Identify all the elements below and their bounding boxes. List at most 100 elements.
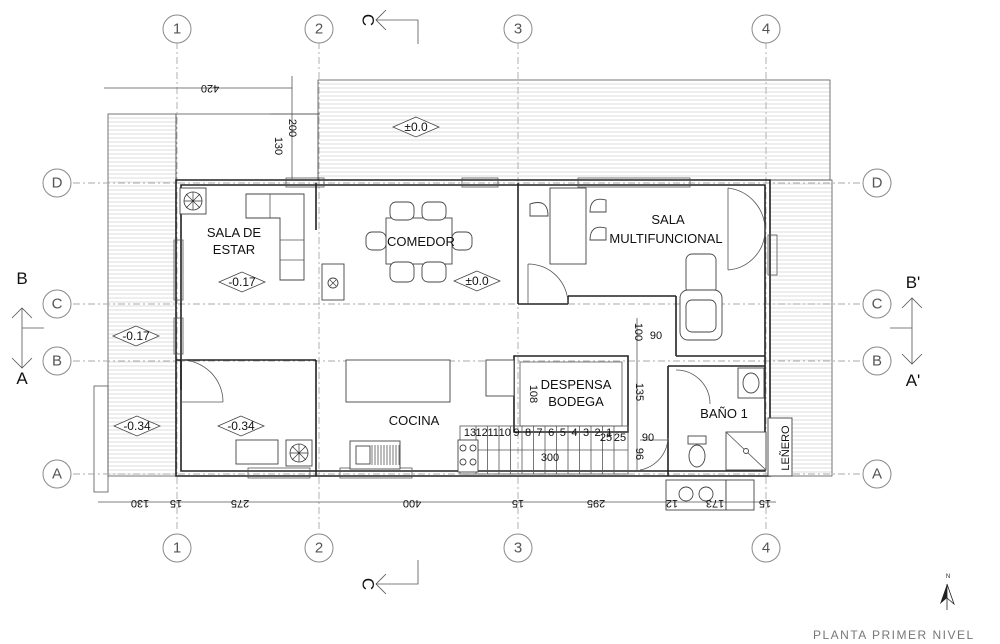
dim-bottom-chain: 15	[512, 497, 524, 509]
level-sala-estar: -0.17	[217, 271, 267, 293]
svg-text:4: 4	[762, 21, 770, 38]
dining-table	[365, 201, 473, 283]
stair-step-number: 1	[606, 427, 612, 439]
plant-cocina	[285, 439, 313, 467]
stair-step-number: 7	[537, 427, 543, 439]
stair-step-number: 11	[487, 427, 498, 439]
svg-text:-0.17: -0.17	[228, 275, 256, 289]
svg-text:±0.0: ±0.0	[404, 120, 428, 134]
stair-step-number: 2	[595, 427, 601, 439]
axis-bubble-3-bottom: 3	[503, 533, 533, 563]
svg-text:B': B'	[906, 273, 921, 292]
svg-text:D: D	[872, 175, 883, 192]
dimension-lines	[98, 76, 776, 503]
sofa	[245, 193, 305, 281]
svg-text:C: C	[359, 14, 378, 26]
axis-bubble-1-top: 1	[162, 14, 192, 44]
room-despensa-line1: DESPENSA	[541, 377, 612, 392]
dim-v-130: 130	[272, 137, 284, 155]
stair-step-number: 9	[513, 427, 519, 439]
stair-step-number: 3	[583, 427, 589, 439]
svg-text:N: N	[946, 574, 950, 580]
svg-text:±0.0: ±0.0	[465, 274, 489, 288]
windows	[173, 177, 778, 479]
stair-step-number: 6	[548, 427, 554, 439]
dim-bottom-chain: 400	[403, 497, 421, 509]
dim-stair-300: 300	[541, 452, 559, 464]
level-cocina: -0.34	[216, 415, 266, 437]
dim-stair-96: 96	[633, 448, 645, 460]
svg-text:4: 4	[762, 540, 770, 557]
lenero-box	[767, 417, 793, 477]
section-marker-c-bottom: C	[359, 560, 419, 595]
svg-text:C: C	[359, 578, 378, 590]
svg-text:3: 3	[514, 21, 522, 38]
level-terrace-a: -0.34	[112, 415, 162, 437]
axis-bubble-B-right: B	[862, 346, 892, 376]
laundry	[665, 479, 755, 511]
level-deck-top: ±0.0	[391, 116, 441, 138]
axis-bubble-C-right: C	[862, 289, 892, 319]
north-arrow-icon: N	[940, 574, 955, 610]
dim-despensa-135: 135	[633, 383, 645, 401]
section-marker-ab-right: B' A'	[890, 273, 923, 390]
level-terrace-c: -0.17	[111, 325, 161, 347]
svg-text:C: C	[872, 296, 883, 313]
deck-right	[770, 183, 832, 473]
deck-left	[108, 117, 176, 475]
svg-text:C: C	[52, 296, 63, 313]
axis-bubble-1-bottom: 1	[162, 533, 192, 563]
room-multifuncional-line2: MULTIFUNCIONAL	[609, 231, 722, 246]
room-comedor: COMEDOR	[387, 234, 455, 249]
svg-text:B: B	[872, 353, 882, 370]
stair-step-number: 12	[475, 427, 487, 439]
level-comedor: ±0.0	[452, 270, 502, 292]
stair-step-number: 5	[560, 427, 566, 439]
room-sala-estar-line2: ESTAR	[213, 242, 255, 257]
svg-text:A: A	[16, 369, 28, 388]
room-sala-estar-line1: SALA DE	[207, 225, 262, 240]
drawing-title: PLANTA PRIMER NIVEL	[813, 628, 975, 642]
dim-bottom-chain: 15	[170, 497, 182, 509]
axis-bubble-D-left: D	[42, 168, 72, 198]
axis-bubble-2-bottom: 2	[304, 533, 334, 563]
axis-bubble-A-right: A	[862, 459, 892, 489]
dim-top-420: 420	[201, 82, 219, 94]
dim-bottom-chain: 173	[706, 497, 724, 509]
axis-bubble-C-left: C	[42, 289, 72, 319]
svg-text:A: A	[872, 466, 882, 483]
svg-text:-0.34: -0.34	[227, 419, 255, 433]
dim-hall-100: 100	[632, 323, 644, 341]
dim-stair-25b: 25	[614, 432, 626, 444]
axis-bubble-3-top: 3	[503, 14, 533, 44]
axis-bubble-A-left: A	[42, 459, 72, 489]
svg-text:-0.17: -0.17	[122, 329, 150, 343]
room-cocina: COCINA	[389, 413, 440, 428]
bath-fixtures	[687, 367, 767, 471]
dim-bottom-chain: 295	[587, 497, 605, 509]
dim-bottom-chain: 130	[131, 497, 149, 509]
dim-stair-25a: 25	[600, 432, 612, 444]
svg-text:1: 1	[173, 21, 181, 38]
desk-multifuncional	[529, 187, 607, 265]
svg-text:B: B	[16, 269, 27, 288]
stair-step-number: 10	[499, 427, 511, 439]
stove-top	[457, 439, 479, 473]
deck-top	[318, 83, 830, 177]
svg-text:-0.34: -0.34	[123, 419, 151, 433]
kitchen-counter	[349, 359, 515, 470]
svg-text:2: 2	[315, 21, 323, 38]
svg-text:B: B	[52, 353, 62, 370]
stove	[321, 263, 345, 301]
room-multifuncional-line1: SALA	[651, 212, 685, 227]
dim-bottom-chain: 275	[231, 497, 249, 509]
treatment-chair	[679, 253, 723, 341]
section-marker-ab-left: B A	[11, 269, 44, 388]
left-step	[93, 385, 109, 493]
svg-text:A: A	[52, 466, 62, 483]
deck-top-outline	[317, 79, 831, 181]
svg-text:2: 2	[315, 540, 323, 557]
stair-step-number: 13	[464, 427, 476, 439]
room-bano: BAÑO 1	[700, 406, 748, 421]
svg-text:A': A'	[906, 371, 921, 390]
